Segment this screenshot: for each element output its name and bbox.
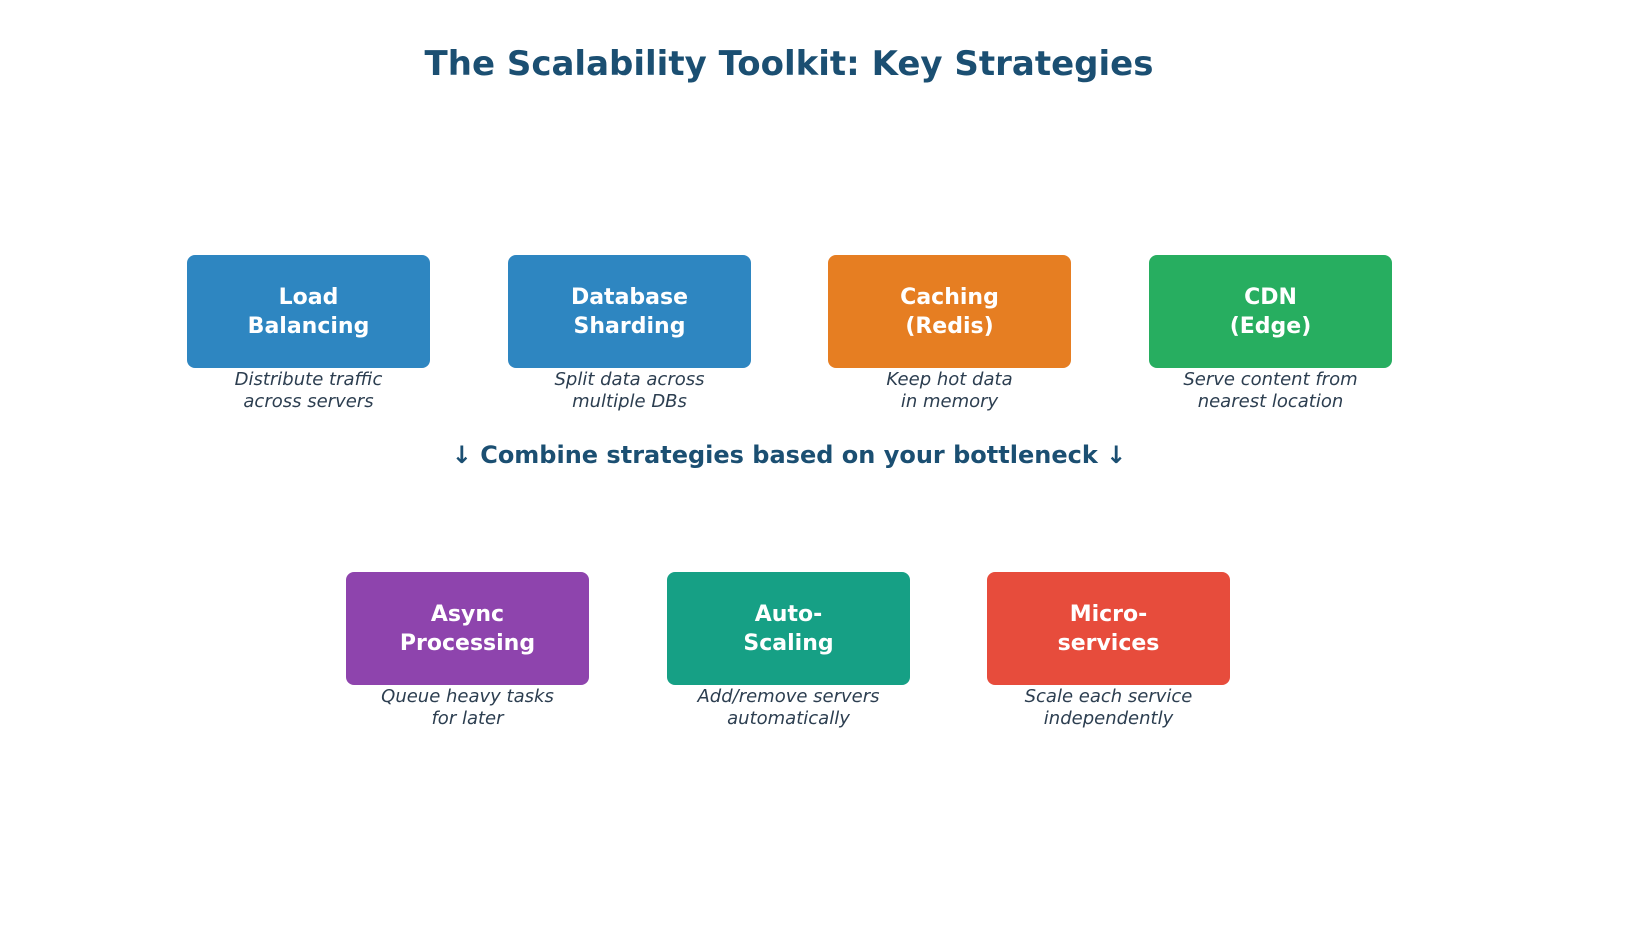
card-desc-async-processing: Queue heavy tasks for later xyxy=(381,686,554,729)
card-label-microservices: Micro- services xyxy=(1057,601,1160,656)
card-label-load-balancing: Load Balancing xyxy=(247,284,370,339)
card-label-auto-scaling: Auto- Scaling xyxy=(743,601,834,656)
card-label-cdn-edge: CDN (Edge) xyxy=(1229,284,1312,339)
card-desc-auto-scaling: Add/remove servers automatically xyxy=(697,686,880,729)
strategy-card-async-processing: Async Processing xyxy=(346,572,589,685)
strategy-card-caching-redis: Caching (Redis) xyxy=(828,255,1071,368)
card-desc-load-balancing: Distribute traffic across servers xyxy=(234,369,383,412)
strategy-card-microservices: Micro- services xyxy=(987,572,1230,685)
combine-strategies-note: ↓ Combine strategies based on your bottl… xyxy=(451,441,1127,469)
strategy-card-load-balancing: Load Balancing xyxy=(187,255,430,368)
card-label-database-sharding: Database Sharding xyxy=(570,284,689,339)
card-desc-microservices: Scale each service independently xyxy=(1024,686,1193,729)
strategy-card-database-sharding: Database Sharding xyxy=(508,255,751,368)
strategy-card-auto-scaling: Auto- Scaling xyxy=(667,572,910,685)
card-label-caching-redis: Caching (Redis) xyxy=(900,284,999,339)
page-title: The Scalability Toolkit: Key Strategies xyxy=(424,44,1154,84)
card-desc-cdn-edge: Serve content from nearest location xyxy=(1183,369,1358,412)
card-label-async-processing: Async Processing xyxy=(399,601,536,656)
card-desc-database-sharding: Split data across multiple DBs xyxy=(554,369,705,412)
strategy-card-cdn-edge: CDN (Edge) xyxy=(1149,255,1392,368)
card-desc-caching-redis: Keep hot data in memory xyxy=(886,369,1013,412)
